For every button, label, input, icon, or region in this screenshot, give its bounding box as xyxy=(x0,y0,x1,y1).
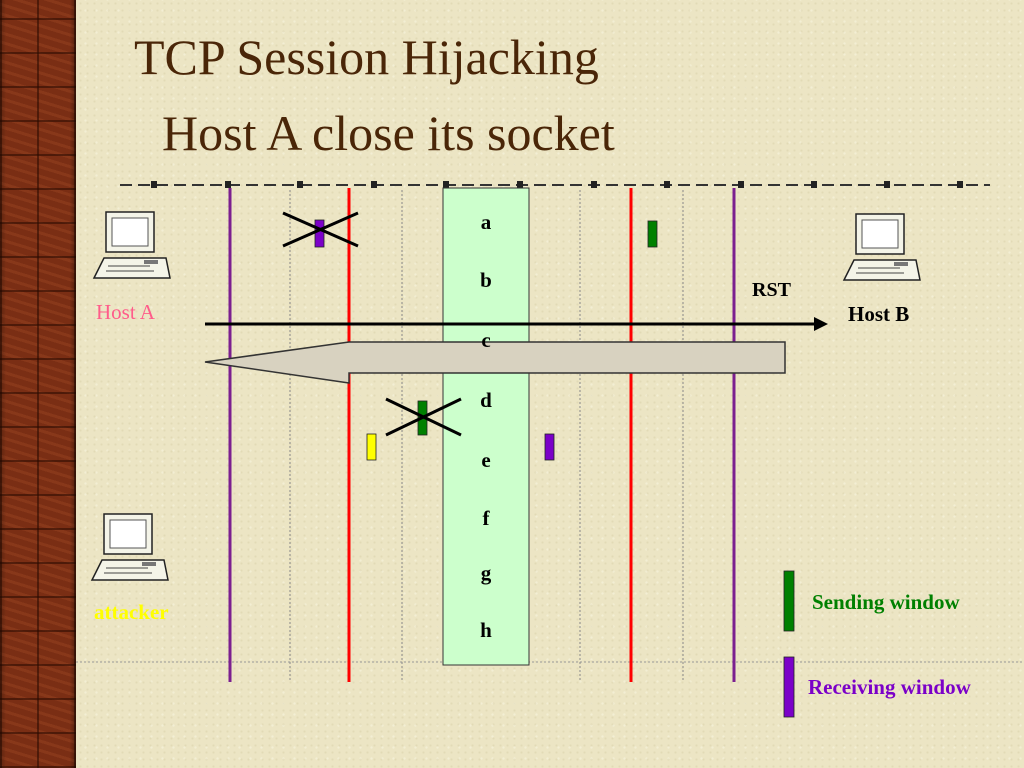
window-column xyxy=(442,187,530,666)
legend-receiving-bar xyxy=(783,656,795,718)
window-letter-d: d xyxy=(480,388,492,412)
host-a-computer-icon xyxy=(92,211,171,279)
window-letter-f: f xyxy=(482,506,490,530)
window-letter-c: c xyxy=(481,328,491,352)
reply-arrow xyxy=(204,341,786,384)
host-a-label: Host A xyxy=(96,300,155,324)
slide-subtitle: Host A close its socket xyxy=(162,105,615,161)
rst-label: RST xyxy=(752,279,791,301)
legend-receiving-label: Receiving window xyxy=(808,675,971,699)
rst-arrow-head xyxy=(814,317,828,331)
top-markers xyxy=(151,181,963,188)
window-letter-a: a xyxy=(480,210,492,234)
window-letter-g: g xyxy=(480,561,492,585)
receiving-marker-mid xyxy=(544,433,555,461)
cross-mid xyxy=(385,397,462,437)
legend-sending-bar xyxy=(783,570,795,632)
legend-sending-label: Sending window xyxy=(812,590,960,614)
grid-lines xyxy=(289,190,684,682)
window-letter-e: e xyxy=(481,448,491,472)
window-letter-b: b xyxy=(480,268,492,292)
attacker-label: attacker xyxy=(94,600,169,624)
slide-title: TCP Session Hijacking xyxy=(134,29,599,85)
host-b-label: Host B xyxy=(848,302,910,326)
sending-marker-top xyxy=(647,220,658,248)
wood-border xyxy=(0,0,76,768)
receiving-marker-top xyxy=(314,219,325,248)
cross-top xyxy=(282,211,359,248)
attacker-marker xyxy=(366,433,377,461)
window-letter-h: h xyxy=(480,618,492,642)
attacker-computer-icon xyxy=(90,513,169,581)
host-b-computer-icon xyxy=(842,213,921,281)
